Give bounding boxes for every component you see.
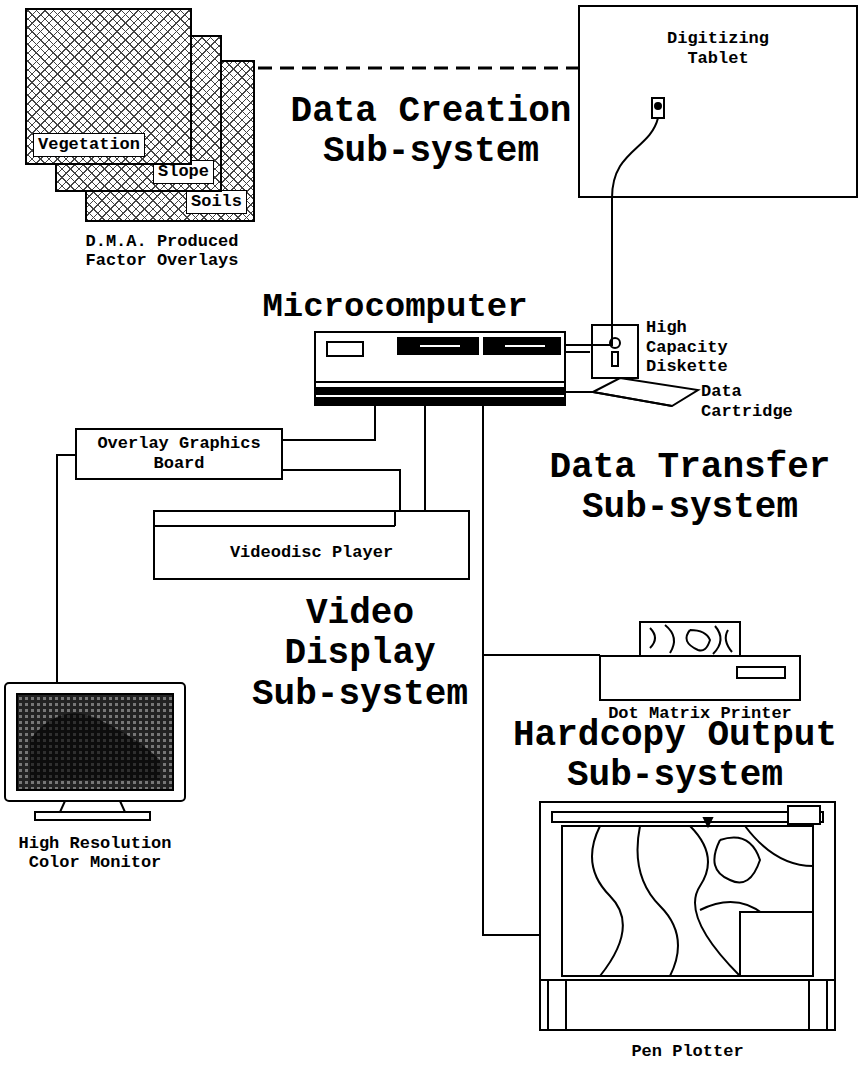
cable-connector [565,352,590,353]
node-label: Soils [186,190,247,214]
node-label: Overlay Graphics Board [84,434,274,473]
cable-connector [565,198,612,345]
node-label: Vegetation [33,133,145,157]
cable-connector [425,405,426,510]
microcomputer: Microcomputer [225,288,565,405]
node-label: High Capacity Diskette [646,318,746,377]
node-label: Digitizing Tablet [653,29,783,68]
subsystem-label: Hardcopy Output Sub-system [488,716,862,797]
cable-connector [283,405,375,440]
factor-overlay: Vegetation [25,8,192,165]
subsystem-label: Video Display Sub-system [238,594,482,715]
node-label: Data Cartridge [701,382,805,421]
data-cartridge: Data Cartridge [593,378,845,428]
color-monitor: High Resolution Color Monitor [5,683,185,873]
cable-connector [283,470,400,510]
graphics-board: Overlay Graphics Board [75,428,283,480]
node-label: Videodisc Player [230,543,393,563]
cable-connector [565,392,593,393]
node-label: High Resolution Color Monitor [7,834,183,873]
cable-connector [483,405,600,655]
cable-connector [57,455,75,683]
subsystem-label: Data Transfer Sub-system [518,448,862,529]
videodisc-player: Videodisc Player [153,510,470,580]
node-label: Pen Plotter [631,1042,743,1062]
subsystem-label: Data Creation Sub-system [280,92,582,173]
dot-matrix-printer: Dot Matrix Printer [600,622,800,724]
caption-label: D.M.A. Produced Factor Overlays [68,232,256,270]
node-label: Microcomputer [262,288,527,327]
pen-plotter: Pen Plotter [540,802,835,1062]
diskette: High Capacity Diskette [590,318,845,380]
cable-connector [483,405,540,935]
digitizing-tablet: Digitizing Tablet [578,5,858,198]
